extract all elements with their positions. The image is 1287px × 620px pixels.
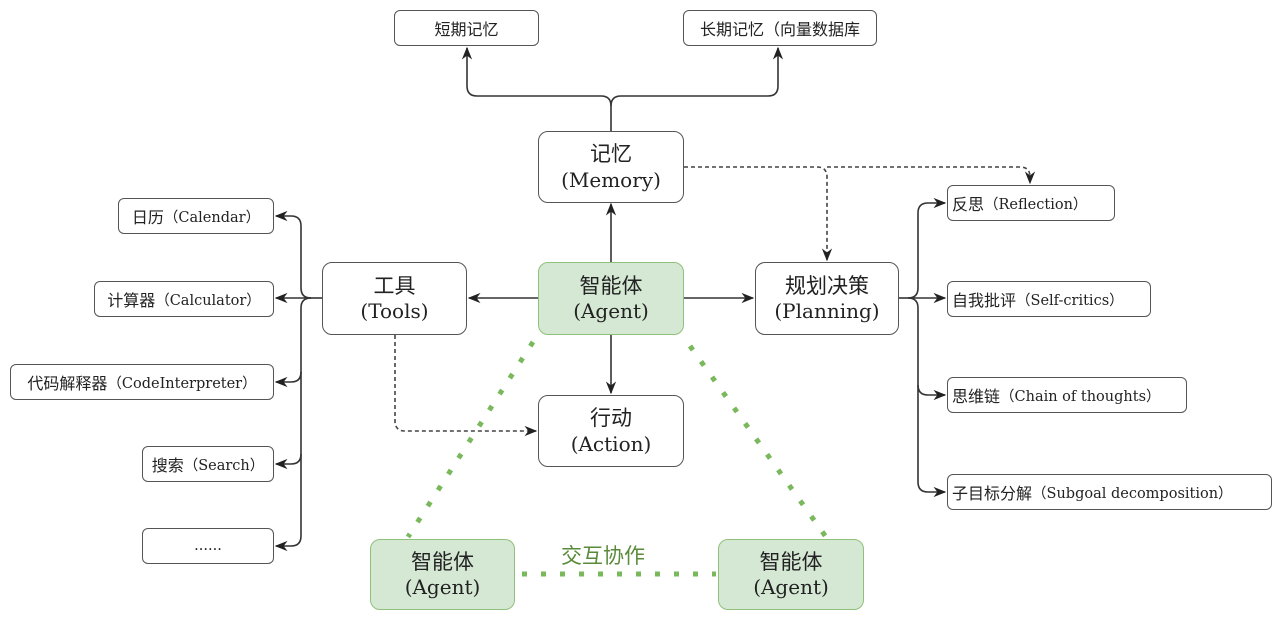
planning-en: (Planning) (774, 299, 880, 324)
tool-more-node[interactable]: ...... (142, 528, 274, 564)
plan-reflection-zh: 反思 (952, 195, 985, 214)
edge-memory-long (610, 46, 784, 107)
edge-tools-calendar (274, 210, 312, 299)
collab-line-left (405, 340, 536, 539)
edge-planning-subgoal (917, 385, 947, 498)
agent-node[interactable]: 智能体 (Agent) (538, 262, 684, 335)
plan-self-critics-en: （Self-critics） (1016, 292, 1124, 309)
agent-en: (Agent) (573, 299, 649, 324)
tool-code-interpreter-zh: 代码解释器 (27, 374, 108, 393)
tool-search-en: （Search） (183, 457, 265, 474)
plan-subgoal-en: （Subgoal decomposition） (1032, 485, 1233, 502)
tool-calculator-zh: 计算器 (107, 291, 156, 310)
tool-code-interpreter-node[interactable]: 代码解释器（CodeInterpreter） (10, 364, 274, 400)
peer-agent-right-zh: 智能体 (759, 549, 823, 574)
edge-tools-more (274, 454, 302, 552)
collaboration-label: 交互协作 (561, 544, 645, 568)
action-zh: 行动 (590, 406, 632, 431)
plan-self-critics-zh: 自我批评 (952, 291, 1017, 310)
collab-line-right (687, 344, 829, 539)
plan-subgoal-zh: 子目标分解 (952, 484, 1033, 503)
agent-zh: 智能体 (579, 273, 643, 298)
short-term-memory-label: 短期记忆 (434, 20, 499, 39)
long-term-memory-label: 长期记忆（向量数据库 (699, 20, 860, 39)
tool-calendar-en: （Calendar） (163, 209, 261, 226)
peer-agent-right-en: (Agent) (753, 575, 829, 600)
planning-zh: 规划决策 (785, 273, 869, 298)
edge-tools-code (274, 297, 312, 388)
planning-node[interactable]: 规划决策 (Planning) (755, 262, 899, 335)
plan-cot-en: （Chain of thoughts） (1000, 388, 1161, 405)
tool-calculator-en: （Calculator） (155, 292, 261, 309)
plan-reflection-node[interactable]: 反思（Reflection） (947, 185, 1115, 221)
dashed-memory-reflection (827, 166, 1036, 185)
plan-cot-zh: 思维链 (952, 387, 1001, 406)
edge-planning-cot (907, 297, 947, 401)
tool-search-node[interactable]: 搜索（Search） (142, 446, 274, 482)
plan-self-critics-node[interactable]: 自我批评（Self-critics） (947, 281, 1151, 317)
edge-tools-search (274, 372, 302, 470)
plan-subgoal-node[interactable]: 子目标分解（Subgoal decomposition） (947, 474, 1272, 510)
long-term-memory-node[interactable]: 长期记忆（向量数据库 (683, 10, 877, 46)
action-node[interactable]: 行动 (Action) (538, 395, 684, 467)
peer-agent-left-node[interactable]: 智能体 (Agent) (370, 539, 515, 610)
tools-zh: 工具 (373, 273, 416, 298)
edge-planning-reflection (907, 197, 947, 299)
tool-code-interpreter-en: （CodeInterpreter） (107, 375, 257, 392)
tool-more-label: ...... (194, 538, 222, 554)
plan-reflection-en: （Reflection） (984, 196, 1088, 213)
short-term-memory-node[interactable]: 短期记忆 (394, 10, 539, 46)
tool-calendar-zh: 日历 (131, 208, 164, 227)
edge-memory-trunk (461, 46, 612, 131)
memory-zh: 记忆 (590, 142, 632, 167)
memory-en: (Memory) (561, 167, 661, 192)
tool-search-zh: 搜索 (151, 456, 184, 475)
dashed-memory-planning (684, 166, 833, 262)
peer-agent-right-node[interactable]: 智能体 (Agent) (718, 539, 864, 610)
dashed-tools-action (394, 335, 538, 437)
tool-calculator-node[interactable]: 计算器（Calculator） (94, 281, 274, 317)
tool-calendar-node[interactable]: 日历（Calendar） (118, 198, 274, 234)
tools-en: (Tools) (360, 299, 429, 324)
tools-node[interactable]: 工具 (Tools) (322, 262, 467, 335)
action-en: (Action) (570, 431, 652, 456)
memory-node[interactable]: 记忆 (Memory) (538, 131, 684, 203)
peer-agent-left-zh: 智能体 (411, 549, 474, 574)
plan-chain-of-thoughts-node[interactable]: 思维链（Chain of thoughts） (947, 377, 1187, 413)
peer-agent-left-en: (Agent) (404, 575, 481, 600)
